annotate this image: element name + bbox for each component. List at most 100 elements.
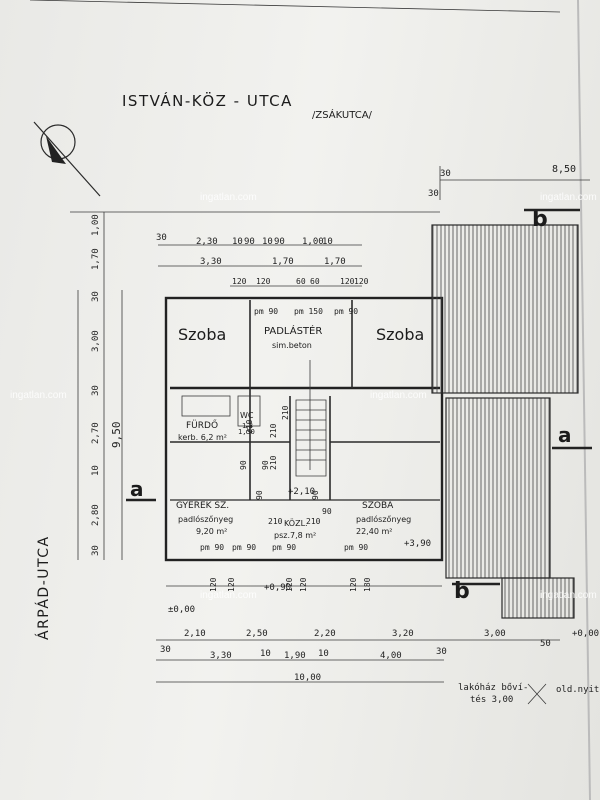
svg-text:30: 30: [91, 385, 101, 396]
room-label-szoba-big-floor: padlószőnyeg: [356, 514, 411, 524]
svg-text:2,10: 2,10: [184, 629, 206, 639]
svg-text:90: 90: [239, 460, 248, 470]
svg-text:90: 90: [261, 460, 270, 470]
svg-text:210: 210: [268, 517, 283, 526]
svg-text:10: 10: [322, 237, 333, 247]
svg-text:1,70: 1,70: [91, 248, 101, 270]
svg-text:120: 120: [285, 577, 294, 592]
svg-text:120: 120: [299, 577, 308, 592]
room-label-gyerek: GYEREK SZ.: [176, 501, 229, 511]
svg-text:ingatlan.com: ingatlan.com: [10, 390, 67, 401]
svg-text:ingatlan.com: ingatlan.com: [200, 590, 257, 601]
svg-text:2,30: 2,30: [196, 237, 218, 247]
paper-top-edge: [29, 0, 561, 13]
svg-text:1,00: 1,00: [302, 237, 324, 247]
svg-text:old.nyitó: old.nyitó: [556, 684, 600, 695]
svg-text:+2,10: +2,10: [288, 487, 315, 497]
svg-text:1,90: 1,90: [284, 651, 306, 661]
svg-text:120: 120: [340, 277, 355, 286]
staircase: [295, 360, 327, 477]
svg-text:120: 120: [227, 577, 236, 592]
svg-text:30: 30: [91, 545, 101, 556]
svg-text:3,30: 3,30: [210, 651, 232, 661]
svg-text:60: 60: [310, 277, 320, 286]
svg-text:120: 120: [209, 577, 218, 592]
svg-text:210: 210: [281, 405, 290, 420]
dimension-left: 1,00 1,70 30 3,00 30 2,70 10 2,80 30 9,5…: [77, 212, 123, 560]
svg-text:+0,00: +0,00: [572, 629, 599, 639]
room-label-padlaster: PADLÁSTÉR: [264, 324, 322, 337]
svg-text:2,80: 2,80: [91, 504, 101, 526]
svg-text:120: 120: [349, 577, 358, 592]
room-label-kozl-sub: psz.7,8 m²: [274, 531, 316, 540]
dimension-bottom: 2,10 2,50 2,20 3,20 3,00 50 30 3,30 10 1…: [156, 629, 560, 683]
room-label-furdo: FÜRDŐ: [186, 420, 218, 431]
svg-text:ingatlan.com: ingatlan.com: [370, 390, 427, 401]
svg-text:210: 210: [245, 419, 254, 434]
svg-text:30: 30: [91, 291, 101, 302]
extension-hatched: [431, 224, 579, 619]
street-name-top-note: /ZSÁKUTCA/: [312, 108, 373, 121]
svg-text:3,30: 3,30: [200, 257, 222, 267]
section-b-top-icon: b: [532, 207, 548, 232]
room-label-kozl: KÖZL.: [284, 518, 308, 528]
svg-text:pm 90: pm 90: [200, 543, 224, 552]
svg-text:1,70: 1,70: [324, 257, 346, 267]
svg-text:120: 120: [232, 277, 247, 286]
svg-text:90: 90: [274, 237, 285, 247]
svg-text:tés 3,00: tés 3,00: [470, 694, 513, 705]
svg-text:pm 90: pm 90: [254, 307, 278, 316]
svg-text:pm 90: pm 90: [272, 543, 296, 552]
room-label-wc-sub: 1,3: [242, 422, 253, 430]
level-marks: +2,10 +0,90 ±0,00 +3,90 +0,00: [168, 487, 599, 639]
street-name-top: ISTVÁN-KÖZ - UTCA: [122, 91, 293, 110]
svg-text:90: 90: [322, 507, 332, 516]
svg-text:90: 90: [244, 237, 255, 247]
svg-text:pm 90: pm 90: [232, 543, 256, 552]
svg-text:90: 90: [255, 490, 264, 500]
svg-text:10: 10: [91, 465, 101, 476]
svg-text:120: 120: [354, 277, 369, 286]
svg-text:ingatlan.com: ingatlan.com: [540, 590, 597, 601]
svg-text:9,50: 9,50: [110, 422, 123, 449]
svg-text:30: 30: [160, 645, 171, 655]
svg-text:30: 30: [156, 233, 167, 243]
svg-text:2,50: 2,50: [246, 629, 268, 639]
street-name-left: ÁRPÁD-UTCA: [35, 535, 52, 640]
notes-bottom: lakóház bőví- tés 3,00 old.nyitó: [458, 682, 600, 705]
svg-text:+0,90: +0,90: [264, 583, 291, 593]
svg-text:3,20: 3,20: [392, 629, 414, 639]
svg-text:ingatlan.com: ingatlan.com: [540, 192, 597, 203]
svg-text:180: 180: [363, 577, 372, 592]
svg-text:4,00: 4,00: [380, 651, 402, 661]
svg-text:10: 10: [262, 237, 273, 247]
room-label-szoba-right: Szoba: [376, 325, 424, 344]
svg-text:120: 120: [256, 277, 271, 286]
svg-text:pm 90: pm 90: [344, 543, 368, 552]
room-label-gyerek-floor: padlószőnyeg: [178, 514, 233, 524]
svg-text:1,70: 1,70: [272, 257, 294, 267]
svg-text:30: 30: [428, 189, 439, 199]
svg-text:pm 90: pm 90: [334, 307, 358, 316]
room-label-furdo-sub: kerb. 6,2 m²: [178, 433, 227, 442]
svg-text:60: 60: [296, 277, 306, 286]
svg-text:50: 50: [540, 639, 551, 649]
svg-text:1,30: 1,30: [238, 428, 255, 436]
svg-text:8,50: 8,50: [552, 164, 576, 175]
svg-text:pm 150: pm 150: [294, 307, 323, 316]
svg-text:10: 10: [260, 649, 271, 659]
room-label-wc: WC: [240, 411, 254, 420]
room-label-szoba-left: Szoba: [178, 325, 226, 344]
svg-text:3,00: 3,00: [91, 330, 101, 352]
room-label-szoba-big-area: 22,40 m²: [356, 527, 392, 536]
svg-text:3,00: 3,00: [484, 629, 506, 639]
section-a-left-icon: a: [130, 477, 144, 501]
svg-text:210: 210: [269, 455, 278, 470]
svg-text:2,20: 2,20: [314, 629, 336, 639]
dimension-top-right: 30 30 8,50: [428, 164, 590, 200]
north-arrow-icon: [33, 121, 101, 197]
svg-text:10: 10: [318, 649, 329, 659]
section-markers: b a a b: [126, 207, 592, 604]
